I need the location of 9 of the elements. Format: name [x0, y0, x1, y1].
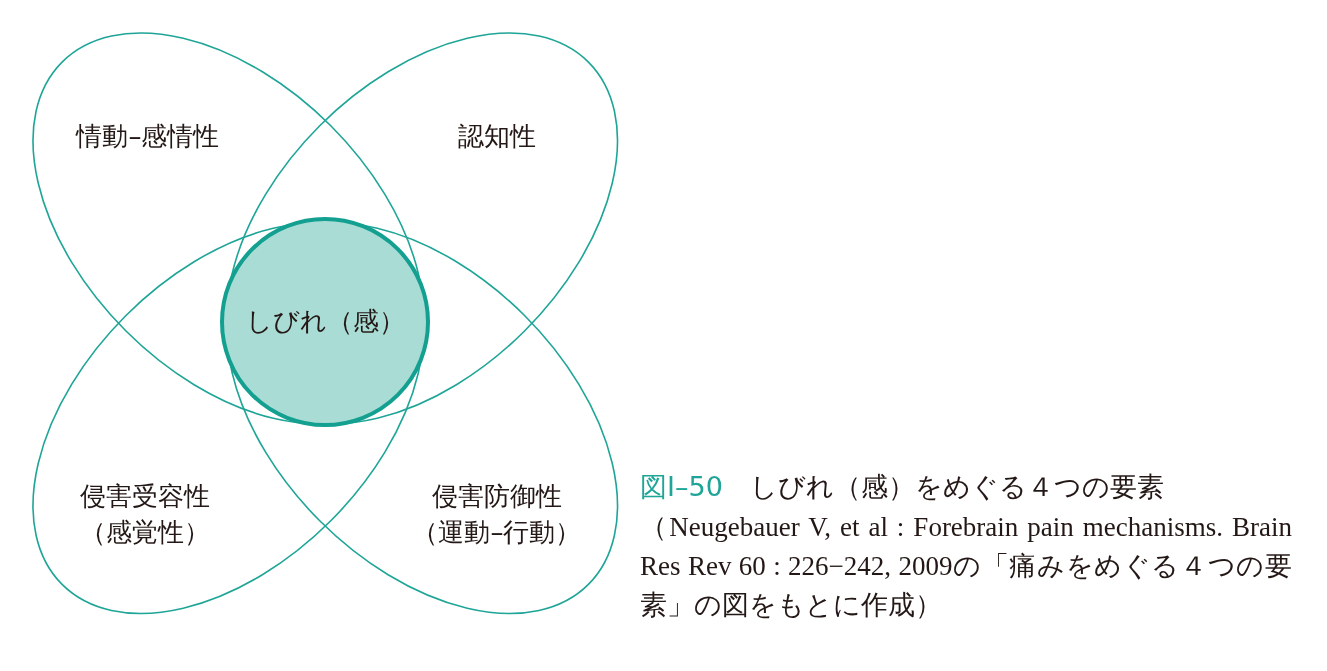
figure-caption: （Neugebauer V, et al : Forebrain pain mechanisms. Brain Res Rev 60 : 226−242, 2009の「痛みをめぐる４つの要素」の図をもとに作成）: [640, 511, 1292, 622]
ellipse-label: 情動–感情性: [76, 121, 220, 153]
circle-label: しびれ（感）: [245, 306, 405, 338]
ellipse-label: 侵害防御性: [432, 481, 562, 513]
ellipse-label: 侵害受容性: [80, 481, 210, 513]
ellipse-sublabel: （感覚性）: [80, 517, 210, 549]
ellipse-sublabel: （運動–行動）: [412, 517, 582, 549]
figure-title: 図I–50 しびれ（感）をめぐる４つの要素: [640, 470, 1164, 504]
ellipse-label: 認知性: [458, 121, 536, 153]
